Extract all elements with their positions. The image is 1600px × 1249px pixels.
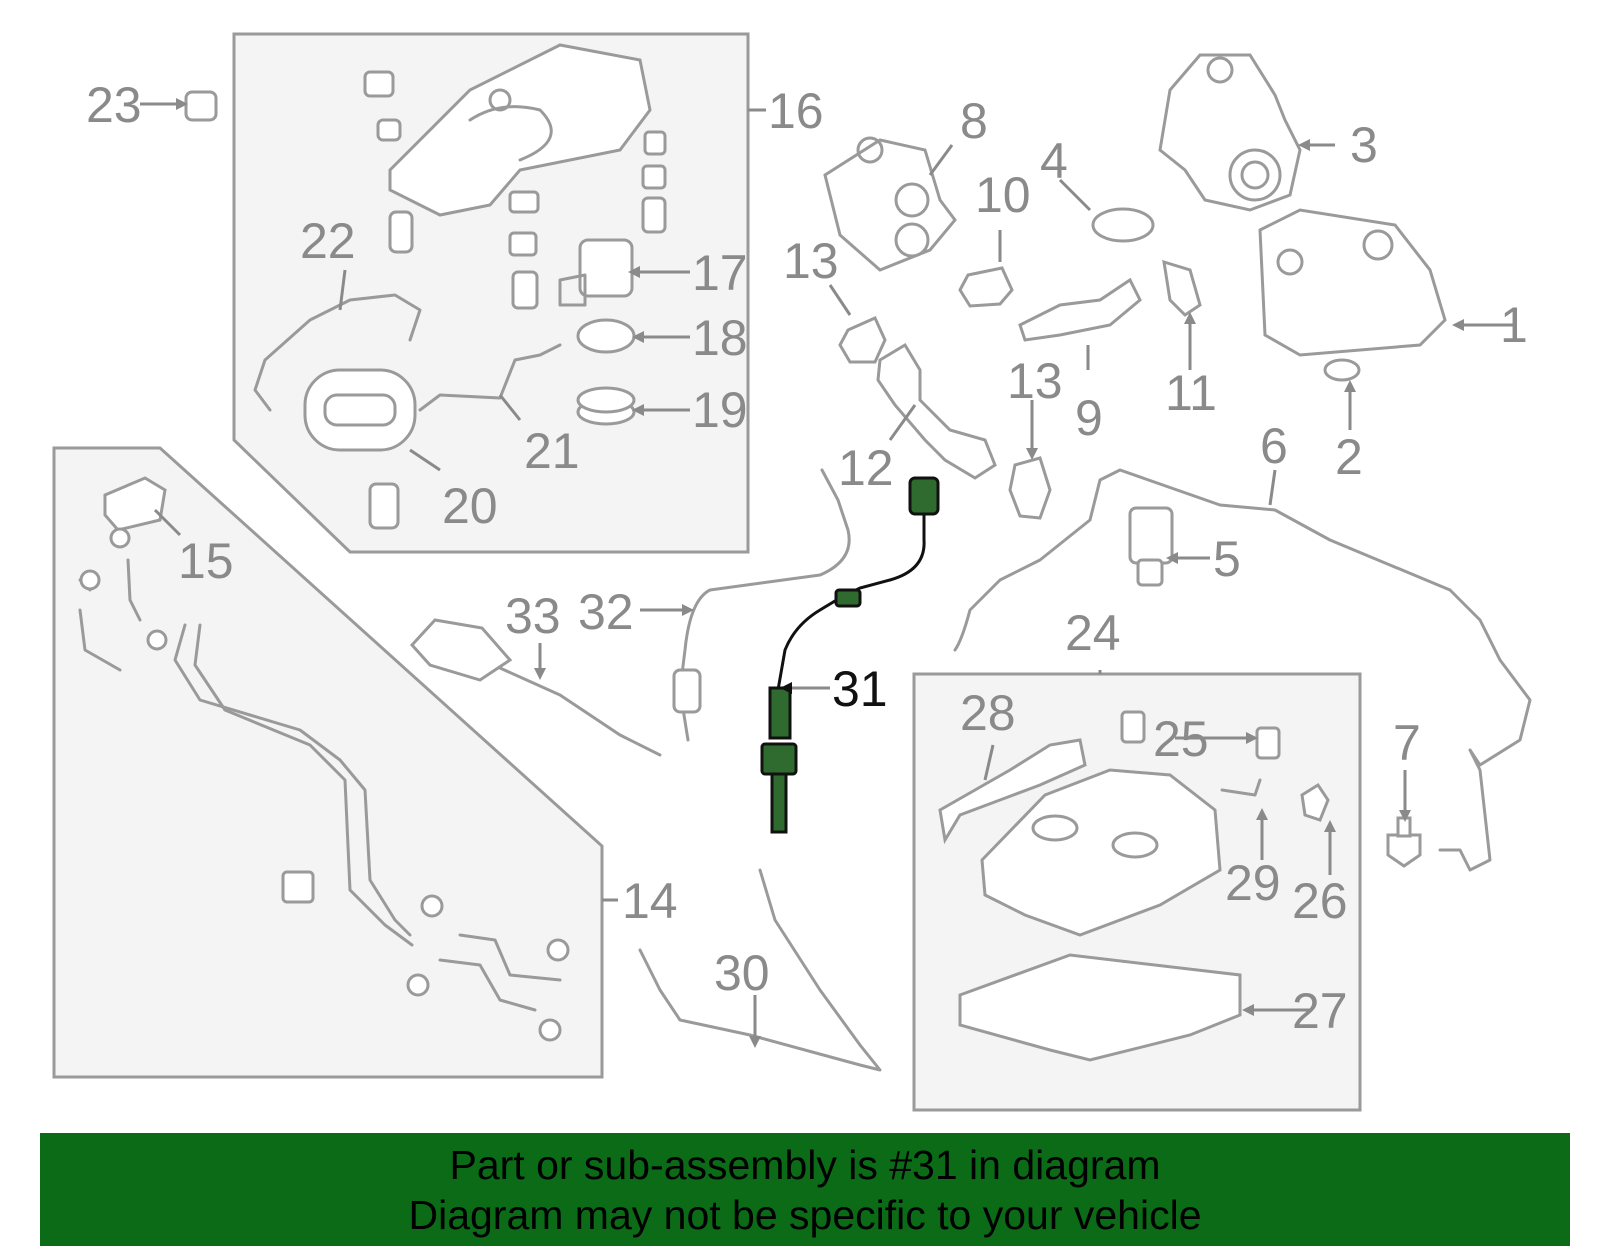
pipe-14b (193, 623, 414, 947)
callout-24: 24 (1065, 605, 1121, 661)
callout-16: 16 (768, 83, 824, 139)
bracket-14 (281, 870, 315, 904)
part-26 (1300, 782, 1330, 822)
arrowheads (176, 98, 1464, 1048)
callout-18: 18 (692, 310, 748, 366)
callout-10: 10 (975, 167, 1031, 223)
gasket-10 (958, 266, 1014, 308)
callout-33: 33 (505, 588, 561, 644)
callout-2: 2 (1335, 429, 1363, 485)
pipe-14 (173, 623, 412, 937)
pump-20 (303, 368, 417, 452)
callout-26: 26 (1292, 873, 1348, 929)
fuel-module-part (388, 43, 652, 217)
hoses-14c (438, 933, 562, 1012)
lock-ring-19 (576, 386, 636, 426)
part-23 (184, 90, 218, 122)
callout-7: 7 (1393, 715, 1421, 771)
banner-line-1: Part or sub-assembly is #31 in diagram (449, 1141, 1161, 1188)
info-banner: Part or sub-assembly is #31 in diagram D… (40, 1133, 1570, 1246)
callout-17: 17 (692, 245, 748, 301)
callout-6: 6 (1260, 418, 1288, 474)
sensor-15 (103, 476, 167, 532)
gasket-13-upper (838, 316, 887, 364)
harness-21 (418, 343, 562, 412)
callout-28: 28 (960, 685, 1016, 741)
callout-29: 29 (1225, 855, 1281, 911)
sensor-32 (678, 468, 851, 742)
leader-lines (140, 102, 1515, 1040)
module-33 (409, 618, 662, 757)
pipe-9 (1018, 277, 1142, 342)
tank-24 (980, 768, 1222, 937)
part-1 (1258, 208, 1447, 357)
callout-21: 21 (524, 423, 580, 479)
callout-8: 8 (960, 93, 988, 149)
sensor-32-tip (672, 668, 702, 714)
callout-12: 12 (838, 440, 894, 496)
callout-11: 11 (1165, 365, 1217, 421)
callout-15: 15 (178, 533, 234, 589)
callout-3: 3 (1350, 117, 1378, 173)
callout-31: 31 (832, 661, 888, 717)
bracket-28 (938, 738, 1087, 845)
callout-22: 22 (300, 213, 356, 269)
gasket-4 (1091, 207, 1155, 243)
gasket-13-lower (1008, 456, 1052, 520)
valve-5 (1128, 506, 1174, 587)
gasket-11 (1162, 259, 1202, 317)
part-3 (1158, 53, 1302, 212)
callout-20: 20 (442, 478, 498, 534)
clamps-14 (79, 527, 570, 1042)
banner-line-2: Diagram may not be specific to your vehi… (408, 1191, 1202, 1238)
washer-2 (1323, 358, 1361, 382)
callout-27: 27 (1292, 983, 1348, 1039)
part-25 (1255, 726, 1281, 760)
sensor-31 (760, 476, 940, 834)
callout-13-lower: 13 (1007, 353, 1063, 409)
callout-30: 30 (714, 945, 770, 1001)
callout-labels: 23 16 8 3 4 10 22 13 17 1 18 13 11 19 9 … (86, 77, 1528, 1039)
callout-32: 32 (578, 584, 634, 640)
cap-25a (1120, 710, 1146, 744)
shield-27 (958, 953, 1242, 1062)
parts-diagram: 23 16 8 3 4 10 22 13 17 1 18 13 11 19 9 … (52, 32, 1532, 1112)
callout-23: 23 (86, 77, 142, 133)
harness-22 (253, 293, 422, 412)
strap-30 (638, 868, 882, 1072)
callout-13-upper: 13 (783, 233, 839, 289)
callout-4: 4 (1040, 133, 1068, 189)
callout-1: 1 (1500, 297, 1528, 353)
pipe-12 (876, 342, 997, 480)
valve-7 (1386, 816, 1422, 868)
grommets (363, 70, 667, 530)
callout-19: 19 (692, 382, 748, 438)
part-17 (558, 238, 634, 307)
part-8 (823, 136, 957, 272)
callout-5: 5 (1213, 531, 1241, 587)
seal-ring-18 (576, 318, 636, 354)
line-6 (953, 468, 1532, 872)
callout-25: 25 (1153, 711, 1209, 767)
hose-29 (1220, 778, 1262, 797)
callout-14: 14 (622, 873, 678, 929)
callout-9: 9 (1075, 390, 1103, 446)
